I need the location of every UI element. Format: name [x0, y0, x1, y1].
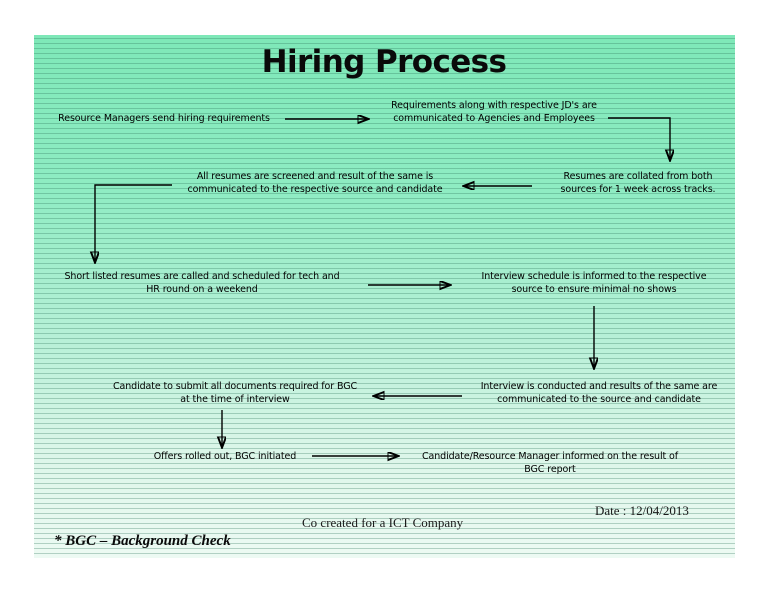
bgc-result-informed-node: Candidate/Resource Manager informed on t… — [421, 451, 679, 475]
candidate-documents-node: Candidate to submit all documents requir… — [112, 381, 358, 405]
date-label: Date : 12/04/2013 — [595, 503, 689, 518]
interview-conducted-node: Interview is conducted and results of th… — [480, 381, 718, 405]
bgc-legend-note: * BGC – Background Check — [54, 533, 231, 549]
requirements-communicated-node: Requirements along with respective JD's … — [391, 100, 597, 124]
page-title: Hiring Process — [261, 44, 507, 80]
resource-managers-node: Resource Managers send hiring requiremen… — [58, 113, 270, 124]
interview-schedule-node: Interview schedule is informed to the re… — [481, 271, 707, 295]
co-created-label: Co created for a ICT Company — [302, 515, 464, 530]
resumes-collated-node: Resumes are collated from both sources f… — [560, 171, 716, 195]
resumes-screened-node: All resumes are screened and result of t… — [187, 171, 443, 195]
short-listed-resumes-node: Short listed resumes are called and sche… — [64, 271, 340, 295]
offers-rolled-out-node: Offers rolled out, BGC initiated — [153, 451, 297, 462]
